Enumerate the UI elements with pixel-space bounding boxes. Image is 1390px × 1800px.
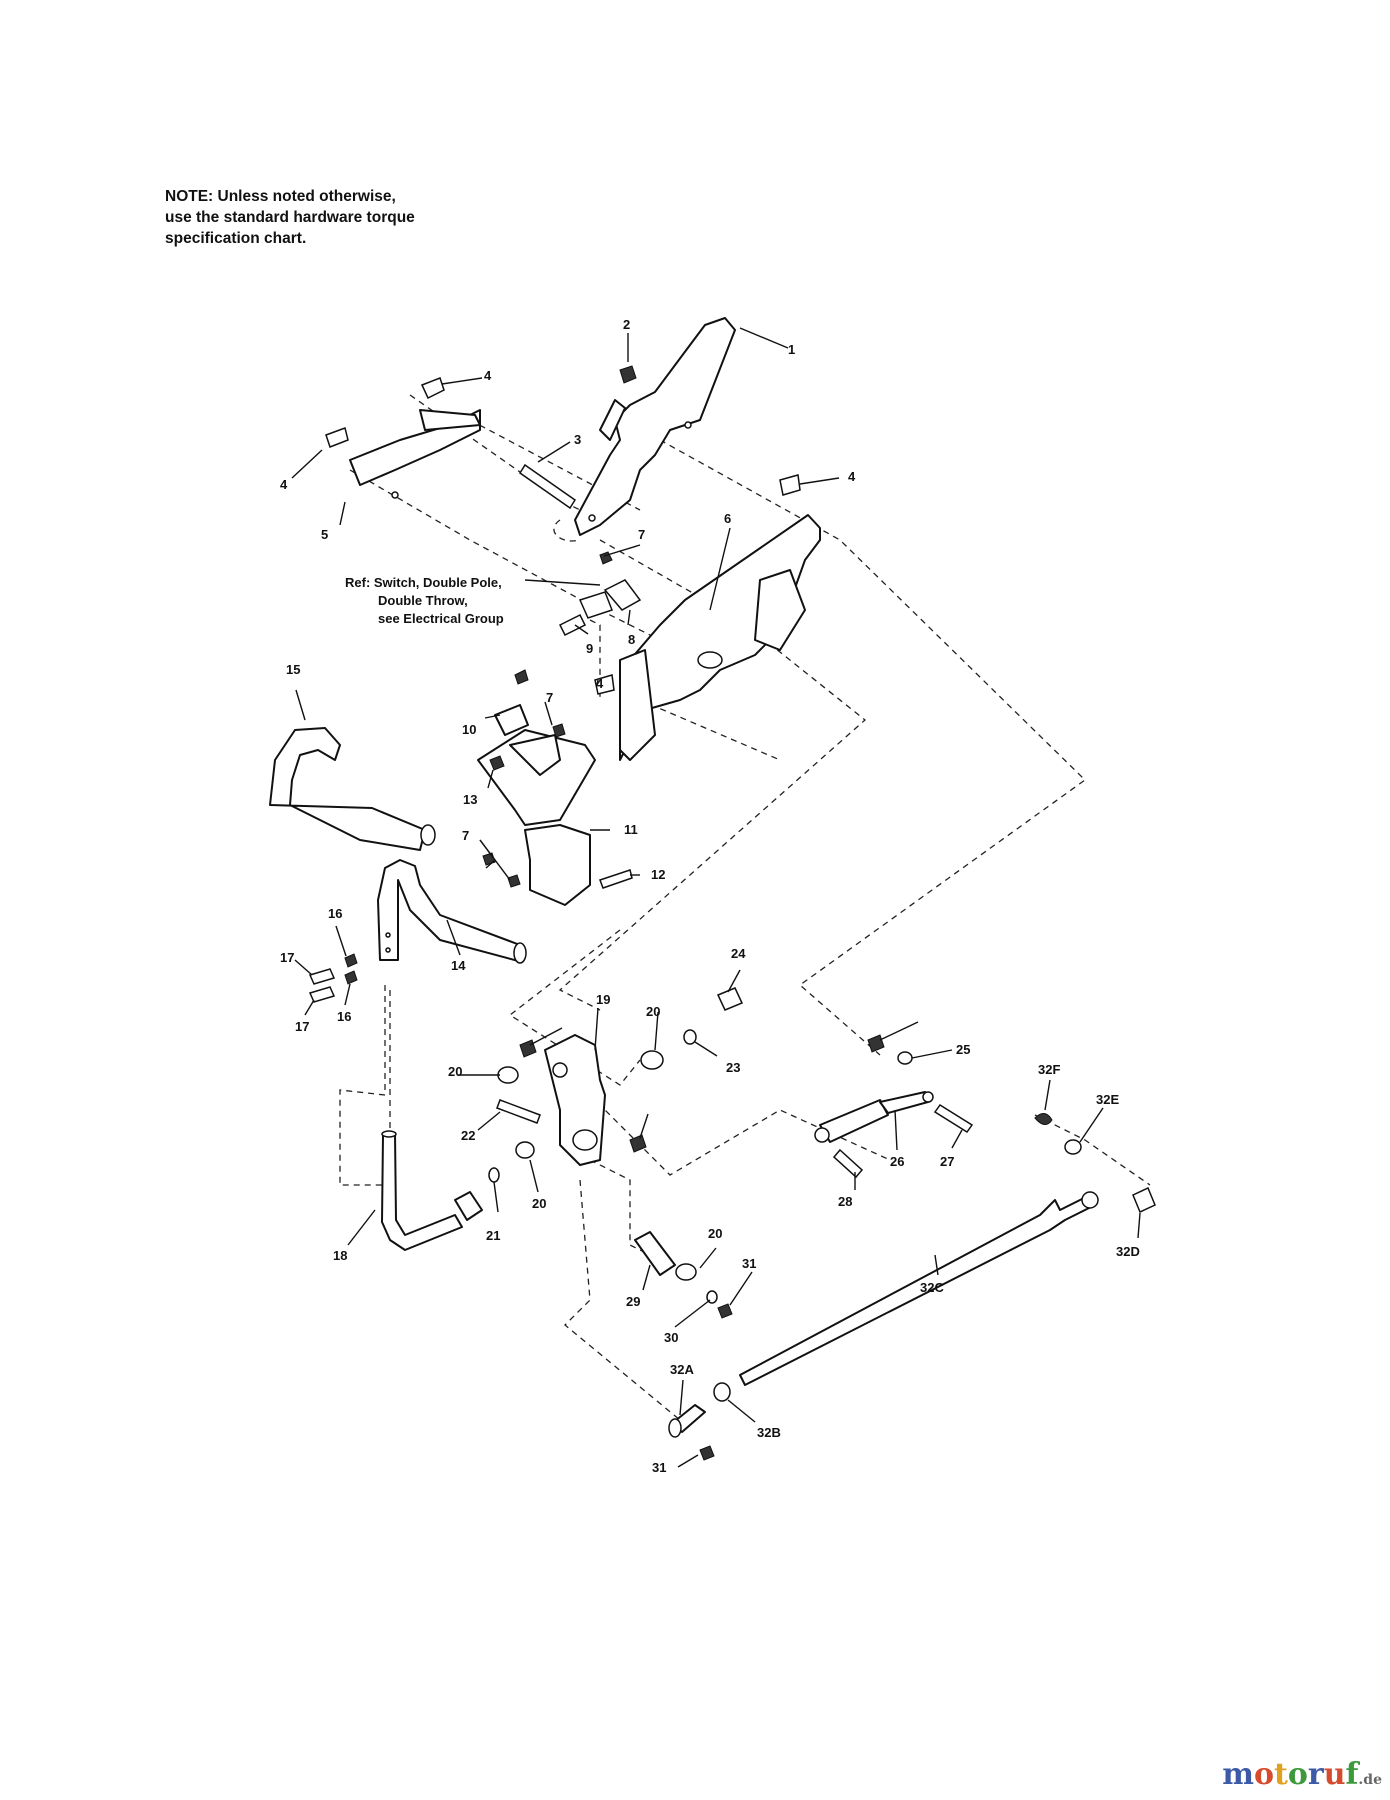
callout-29: 29 <box>626 1294 640 1309</box>
callout-32a: 32A <box>670 1362 694 1377</box>
watermark-letter: o <box>1287 1757 1308 1792</box>
part-14-handle <box>377 859 527 964</box>
callout-4: 4 <box>596 676 604 691</box>
callout-20: 20 <box>646 1004 660 1019</box>
callout-7: 7 <box>546 690 553 705</box>
callout-4: 4 <box>848 469 856 484</box>
leader-lines <box>291 327 1141 1468</box>
callout-17: 17 <box>280 950 294 965</box>
part-18-lower-rod <box>381 1130 483 1251</box>
callout-8: 8 <box>628 632 635 647</box>
note-line-3: specification chart. <box>165 230 307 247</box>
watermark-tld: .de <box>1358 1772 1382 1788</box>
callout-7: 7 <box>462 828 469 843</box>
callout-31: 31 <box>742 1256 756 1271</box>
callout-22: 22 <box>461 1128 475 1143</box>
callout-28: 28 <box>838 1194 852 1209</box>
callout-4: 4 <box>280 477 288 492</box>
hardware-torque-note: NOTE: Unless noted otherwise, use the st… <box>165 186 485 249</box>
part-32c-long-rod <box>739 1191 1099 1386</box>
callout-5: 5 <box>321 527 328 542</box>
callout-32c: 32C <box>920 1280 944 1295</box>
motoruf-watermark-logo: motoruf.de <box>1222 1757 1382 1792</box>
hardware-bolts-and-nuts <box>308 365 1156 1461</box>
watermark-letter: f <box>1345 1757 1359 1792</box>
part-6-main-plate <box>619 514 821 761</box>
callout-32e: 32E <box>1096 1092 1119 1107</box>
callout-27: 27 <box>940 1154 954 1169</box>
callout-32d: 32D <box>1116 1244 1140 1259</box>
callout-labels: 1 2 3 4 4 4 4 5 6 7 7 7 8 9 10 11 12 13 … <box>280 317 1140 1475</box>
callout-31: 31 <box>652 1460 666 1475</box>
part-32a-clip <box>668 1404 706 1438</box>
ref-line-3: see Electrical Group <box>378 611 504 626</box>
callout-17: 17 <box>295 1019 309 1034</box>
callout-4: 4 <box>484 368 492 383</box>
part-26-gas-strut <box>814 1091 934 1143</box>
callout-18: 18 <box>333 1248 347 1263</box>
switch-reference: Ref: Switch, Double Pole, Double Throw, … <box>345 575 504 626</box>
callout-24: 24 <box>731 946 746 961</box>
callout-12: 12 <box>651 867 665 882</box>
ref-line-1: Ref: Switch, Double Pole, <box>345 575 502 590</box>
callout-26: 26 <box>890 1154 904 1169</box>
callout-23: 23 <box>726 1060 740 1075</box>
part-15-handle <box>269 727 436 851</box>
callout-1: 1 <box>788 342 795 357</box>
part-1-upper-bracket <box>574 317 736 536</box>
watermark-letter: r <box>1307 1757 1324 1792</box>
callout-15: 15 <box>286 662 300 677</box>
callout-6: 6 <box>724 511 731 526</box>
callout-25: 25 <box>956 1042 970 1057</box>
callout-13: 13 <box>463 792 477 807</box>
callout-11: 11 <box>624 822 638 837</box>
part-5-left-bracket <box>349 409 481 499</box>
part-10-small-bracket <box>494 704 529 736</box>
watermark-letter: o <box>1254 1757 1275 1792</box>
callout-2: 2 <box>623 317 630 332</box>
watermark-letter: t <box>1274 1757 1288 1792</box>
callout-32f: 32F <box>1038 1062 1060 1077</box>
watermark-letter: m <box>1222 1757 1254 1792</box>
callout-30: 30 <box>664 1330 678 1345</box>
callout-32b: 32B <box>757 1425 781 1440</box>
callout-10: 10 <box>462 722 476 737</box>
callout-9: 9 <box>586 641 593 656</box>
callout-20: 20 <box>448 1064 462 1079</box>
watermark-letter: u <box>1323 1757 1346 1792</box>
part-19-pivot-bracket <box>544 1034 606 1166</box>
callout-16: 16 <box>328 906 342 921</box>
note-line-1: NOTE: Unless noted otherwise, <box>165 188 396 205</box>
ref-line-2: Double Throw, <box>378 593 468 608</box>
part-29-bushing <box>634 1231 676 1276</box>
callout-19: 19 <box>596 992 610 1007</box>
callout-16: 16 <box>337 1009 351 1024</box>
part-11-lower-bracket <box>477 729 596 906</box>
callout-7: 7 <box>638 527 645 542</box>
callout-20: 20 <box>708 1226 722 1241</box>
note-line-2: use the standard hardware torque <box>165 209 415 226</box>
callout-20: 20 <box>532 1196 546 1211</box>
callout-14: 14 <box>451 958 466 973</box>
callout-3: 3 <box>574 432 581 447</box>
callout-21: 21 <box>486 1228 500 1243</box>
